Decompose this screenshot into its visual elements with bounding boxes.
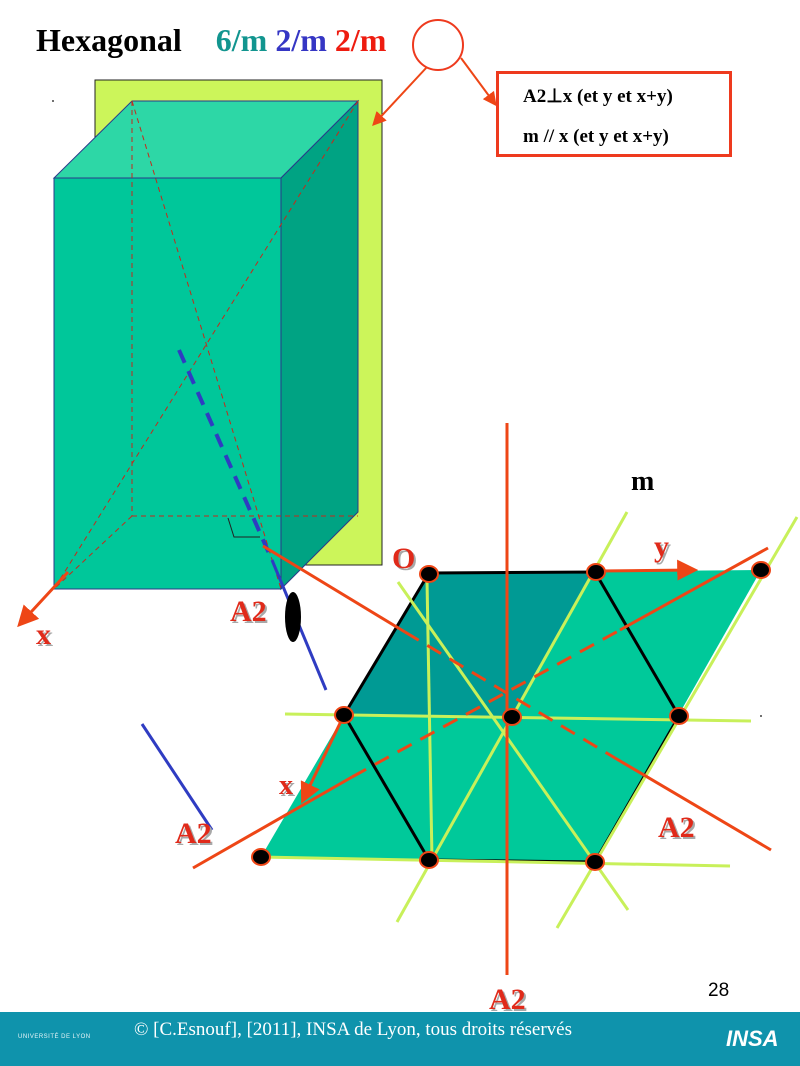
note-line-mirror: m // x (et y et x+y) xyxy=(523,126,669,147)
label-a2-top: A2 xyxy=(230,595,267,628)
prism-front-face xyxy=(53,177,282,590)
a2-axis-hidden xyxy=(177,349,274,561)
note-line-axis: A2⊥x (et y et x+y) xyxy=(523,86,673,107)
footer-bar: UNIVERSITÉ DE LYON © [C.Esnouf], [2011],… xyxy=(0,1012,800,1066)
page-number: 28 xyxy=(708,980,730,1001)
label-x-axis-lattice: x xyxy=(279,770,293,801)
label-a2-right: A2 xyxy=(658,811,695,844)
x-lattice-arrow xyxy=(300,714,346,804)
title-symbol-2m-second: 2/m xyxy=(334,22,387,58)
prism-side-face xyxy=(280,99,359,591)
title-symbol-2m-first: 2/m xyxy=(275,22,327,58)
label-x-axis-prism: x xyxy=(36,618,51,651)
label-a2-left: A2 xyxy=(175,817,212,850)
callout-circle xyxy=(412,19,464,71)
title-symbol-6m: 6/m xyxy=(215,22,268,58)
label-origin: O xyxy=(392,542,416,575)
x-axis-arrow xyxy=(17,570,70,628)
label-y-axis: y xyxy=(654,530,669,563)
hexagonal-prism xyxy=(52,99,360,591)
label-a2-bottom: A2 xyxy=(489,983,526,1016)
symmetry-note-box: A2⊥x (et y et x+y) m // x (et y et x+y) xyxy=(496,71,732,157)
copyright-text: © [C.Esnouf], [2011], INSA de Lyon, tous… xyxy=(134,1019,573,1040)
lattice-nodes xyxy=(251,561,771,871)
y-axis-arrow xyxy=(599,559,699,581)
insa-logo: INSA xyxy=(726,1026,779,1051)
label-mirror-m: m xyxy=(631,466,655,497)
university-logo: UNIVERSITÉ DE LYON xyxy=(18,1034,91,1040)
twofold-symbol xyxy=(285,592,301,642)
title-system: Hexagonal xyxy=(36,22,182,58)
a2-axis-projection xyxy=(140,723,214,831)
